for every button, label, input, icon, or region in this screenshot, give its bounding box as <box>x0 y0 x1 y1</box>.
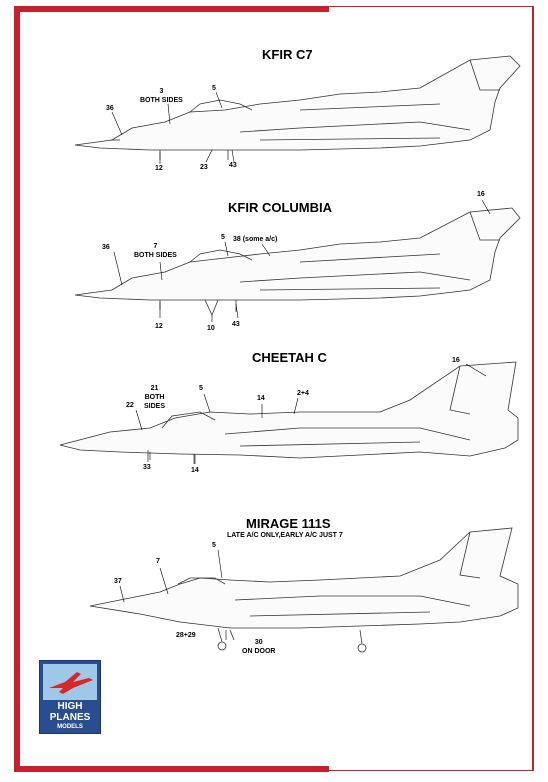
callout-22: 22 <box>126 402 134 409</box>
callout-16: 16 <box>477 191 485 198</box>
callout-5: 5 <box>212 85 216 92</box>
callout-43: 43 <box>229 162 237 169</box>
section-title-kfir-c7: KFIR C7 <box>262 47 313 62</box>
callout-7-both-sides: 7 BOTH SIDES <box>134 243 177 259</box>
callout-37: 37 <box>114 578 122 585</box>
callout-12: 12 <box>155 323 163 330</box>
callout-23: 23 <box>200 164 208 171</box>
frame-bottom <box>14 766 329 772</box>
callout-14: 14 <box>191 467 199 474</box>
section-subtitle-mirage-iiis: LATE A/C ONLY,EARLY A/C JUST 7 <box>227 532 343 539</box>
cheetah-c-drawing <box>59 361 519 464</box>
callout-2-plus-4: 2+4 <box>297 390 309 397</box>
callout-33: 33 <box>143 464 151 471</box>
callout-5: 5 <box>199 385 203 392</box>
callout-30-on-door: 30 ON DOOR <box>242 639 276 655</box>
frame-bottom-right <box>322 770 534 771</box>
callout-10: 10 <box>207 325 215 332</box>
logo-text-planes: PLANES <box>49 712 91 723</box>
kfir-c7-drawing <box>74 55 521 160</box>
section-title-mirage-iiis: MIRAGE 111S <box>246 516 331 531</box>
callout-14: 14 <box>257 395 265 402</box>
frame-top-right <box>322 6 534 7</box>
callout-21-both-sides: 21 BOTH SIDES <box>144 385 166 410</box>
callout-5: 5 <box>212 542 216 549</box>
logo-text-models: MODELS <box>57 724 83 730</box>
frame-right <box>532 6 534 770</box>
callout-38-some-ac: 38 (some a/c) <box>233 236 278 243</box>
mirage-iiis-drawing <box>89 527 519 653</box>
callout-16: 16 <box>452 357 460 364</box>
plane-icon <box>49 672 93 694</box>
section-title-kfir-columbia: KFIR COLUMBIA <box>228 200 332 215</box>
callout-36: 36 <box>106 105 114 112</box>
callout-3-both-sides: 3 BOTH SIDES <box>140 88 183 104</box>
callout-7: 7 <box>156 558 160 565</box>
frame-top <box>14 6 329 12</box>
callout-12: 12 <box>155 165 163 172</box>
callout-43: 43 <box>232 321 240 328</box>
frame-left <box>14 6 20 772</box>
callout-28-plus-29: 28+29 <box>176 632 196 639</box>
logo-text-high: HIGH <box>57 701 83 712</box>
logo-sky <box>43 664 97 700</box>
callout-36: 36 <box>102 244 110 251</box>
kfir-columbia-drawing <box>74 207 521 317</box>
callout-5: 5 <box>221 234 225 241</box>
high-planes-logo: HIGH PLANES MODELS <box>39 660 101 734</box>
section-title-cheetah-c: CHEETAH C <box>252 350 327 365</box>
